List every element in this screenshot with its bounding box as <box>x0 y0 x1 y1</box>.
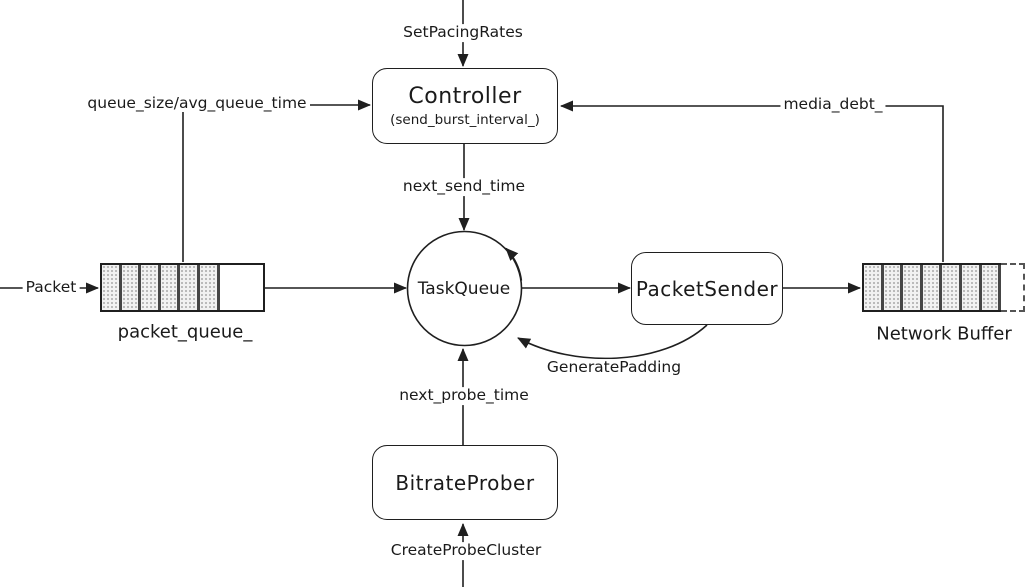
queue-cell <box>961 265 979 310</box>
controller-node: Controller (send_burst_interval_) <box>372 68 558 144</box>
label-queue-metrics: queue_size/avg_queue_time <box>87 94 307 113</box>
label-media-debt: media_debt_ <box>780 95 886 114</box>
queue-cell-separator <box>978 265 982 310</box>
queue-cell-separator <box>196 265 200 310</box>
queue-cell-separator <box>900 265 904 310</box>
label-generate-padding: GeneratePadding <box>543 358 685 377</box>
label-packet-queue: packet_queue_ <box>117 321 253 343</box>
queue-cell-separator <box>880 265 884 310</box>
controller-title: Controller <box>408 84 522 109</box>
queue-cell <box>864 265 881 310</box>
queue-cell <box>981 265 999 310</box>
queue-cell-separator <box>919 265 923 310</box>
label-set-pacing-rates: SetPacingRates <box>400 23 526 42</box>
label-packet-in: Packet <box>22 278 80 297</box>
queue-cell <box>199 265 217 310</box>
queue-cell <box>102 265 119 310</box>
queue-cell-separator <box>138 265 142 310</box>
queue-cell <box>903 265 920 310</box>
taskqueue-loop-arrow <box>505 247 523 281</box>
queue-cell-separator <box>118 265 122 310</box>
label-create-probe-cluster: CreateProbeCluster <box>387 541 545 560</box>
queue-cell-separator <box>157 265 161 310</box>
taskqueue-label: TaskQueue <box>417 279 511 299</box>
network-buffer-empty-cell <box>1001 263 1025 312</box>
bitrate-prober-title: BitrateProber <box>395 470 535 495</box>
bitrate-prober-node: BitrateProber <box>372 445 558 520</box>
queue-cell-separator <box>939 265 943 310</box>
packet-queue-graphic <box>100 263 265 312</box>
network-buffer-filled-cells <box>862 263 1002 312</box>
queue-cell <box>141 265 158 310</box>
packet-queue-empty-space <box>219 265 263 310</box>
queue-cell <box>922 265 940 310</box>
label-next-probe-time: next_probe_time <box>396 386 532 405</box>
packet-sender-title: PacketSender <box>635 276 779 301</box>
taskqueue-circle <box>406 230 523 347</box>
packet-sender-node: PacketSender <box>631 252 783 325</box>
queue-cell-separator <box>998 265 1002 310</box>
label-network-buffer: Network Buffer <box>876 323 1012 345</box>
queue-cell <box>942 265 959 310</box>
queue-cell <box>883 265 901 310</box>
network-buffer-graphic <box>862 263 1025 312</box>
queue-cell-separator <box>958 265 962 310</box>
packet-queue-filled-cells <box>102 265 220 310</box>
queue-cell <box>160 265 178 310</box>
controller-subtitle: (send_burst_interval_) <box>390 112 540 128</box>
queue-cell-separator <box>216 265 220 310</box>
queue-cell <box>121 265 139 310</box>
queue-cell-separator <box>177 265 181 310</box>
edge-media-debt <box>560 100 944 262</box>
queue-cell <box>180 265 197 310</box>
edge-generate-padding <box>517 324 708 360</box>
label-next-send-time: next_send_time <box>399 177 529 196</box>
